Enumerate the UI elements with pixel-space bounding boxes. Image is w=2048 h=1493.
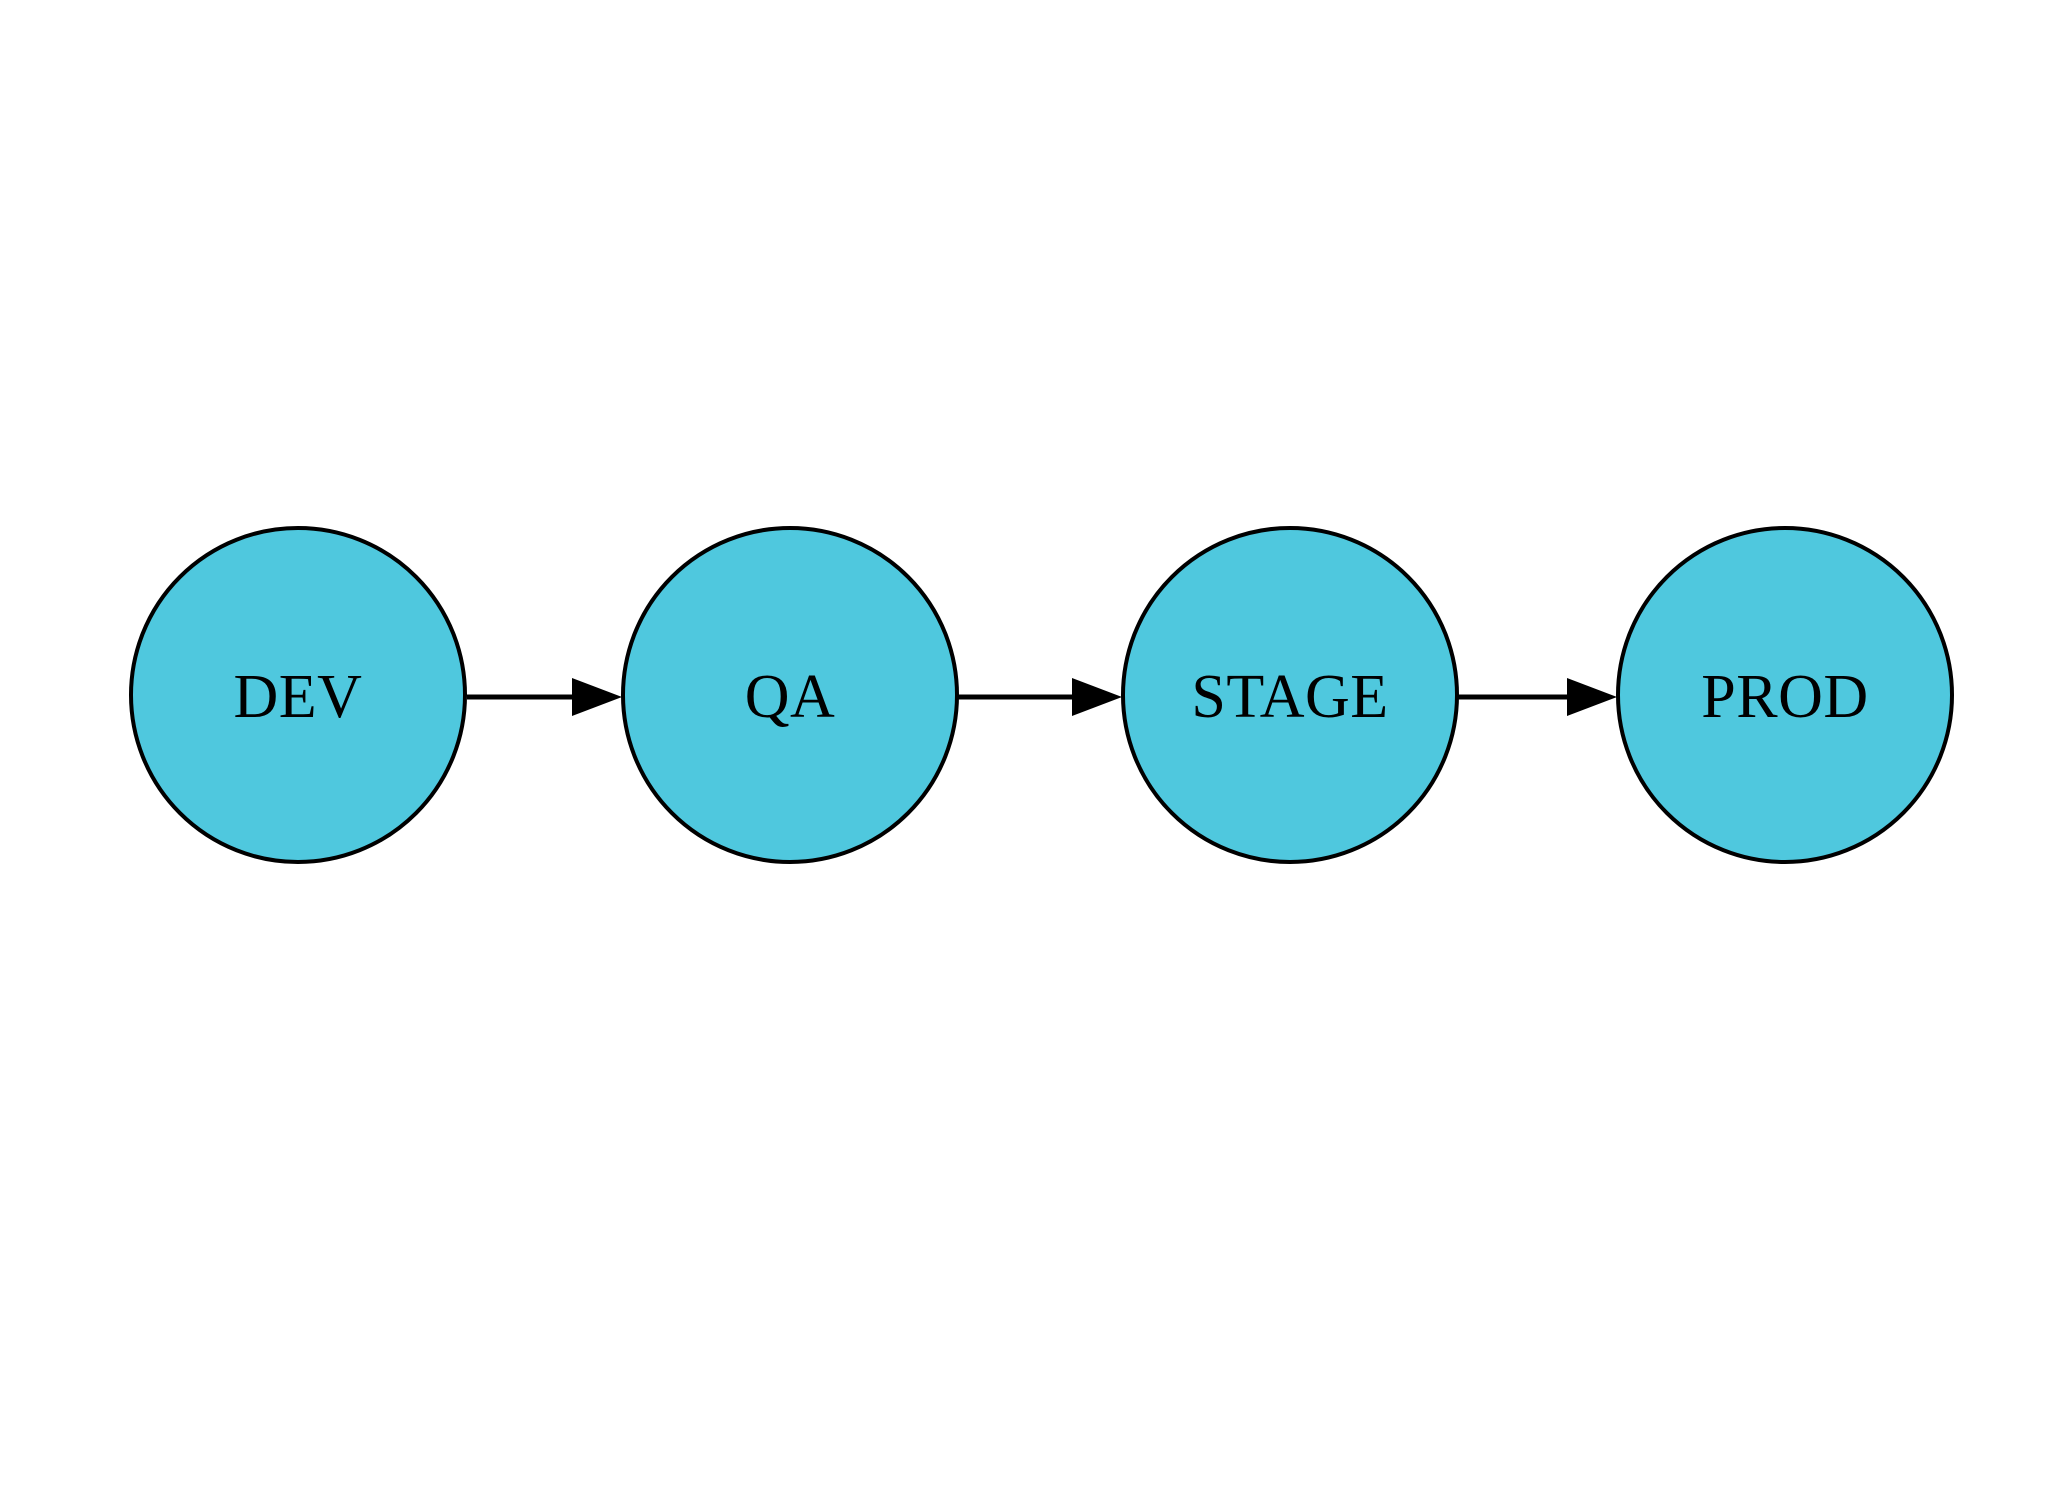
node-group: DEV QA STAGE PROD [129,526,1954,864]
edge-qa-stage-arrowhead [1072,678,1122,716]
node-stage-circle [1121,526,1459,864]
edge-qa-stage[interactable] [958,678,1122,716]
edge-dev-qa-arrowhead [572,678,622,716]
node-dev-circle [129,526,467,864]
node-stage-label: STAGE [1191,663,1388,731]
edge-stage-prod[interactable] [1458,678,1617,716]
node-qa[interactable]: QA [621,526,959,864]
edge-group [467,678,1617,716]
node-qa-label: QA [745,663,836,731]
edge-stage-prod-arrowhead [1567,678,1617,716]
edge-dev-qa[interactable] [467,678,622,716]
node-dev[interactable]: DEV [129,526,467,864]
node-prod-circle [1616,526,1954,864]
node-stage[interactable]: STAGE [1121,526,1459,864]
node-prod-label: PROD [1701,663,1868,731]
node-qa-circle [621,526,959,864]
node-prod[interactable]: PROD [1616,526,1954,864]
node-dev-label: DEV [234,663,363,731]
